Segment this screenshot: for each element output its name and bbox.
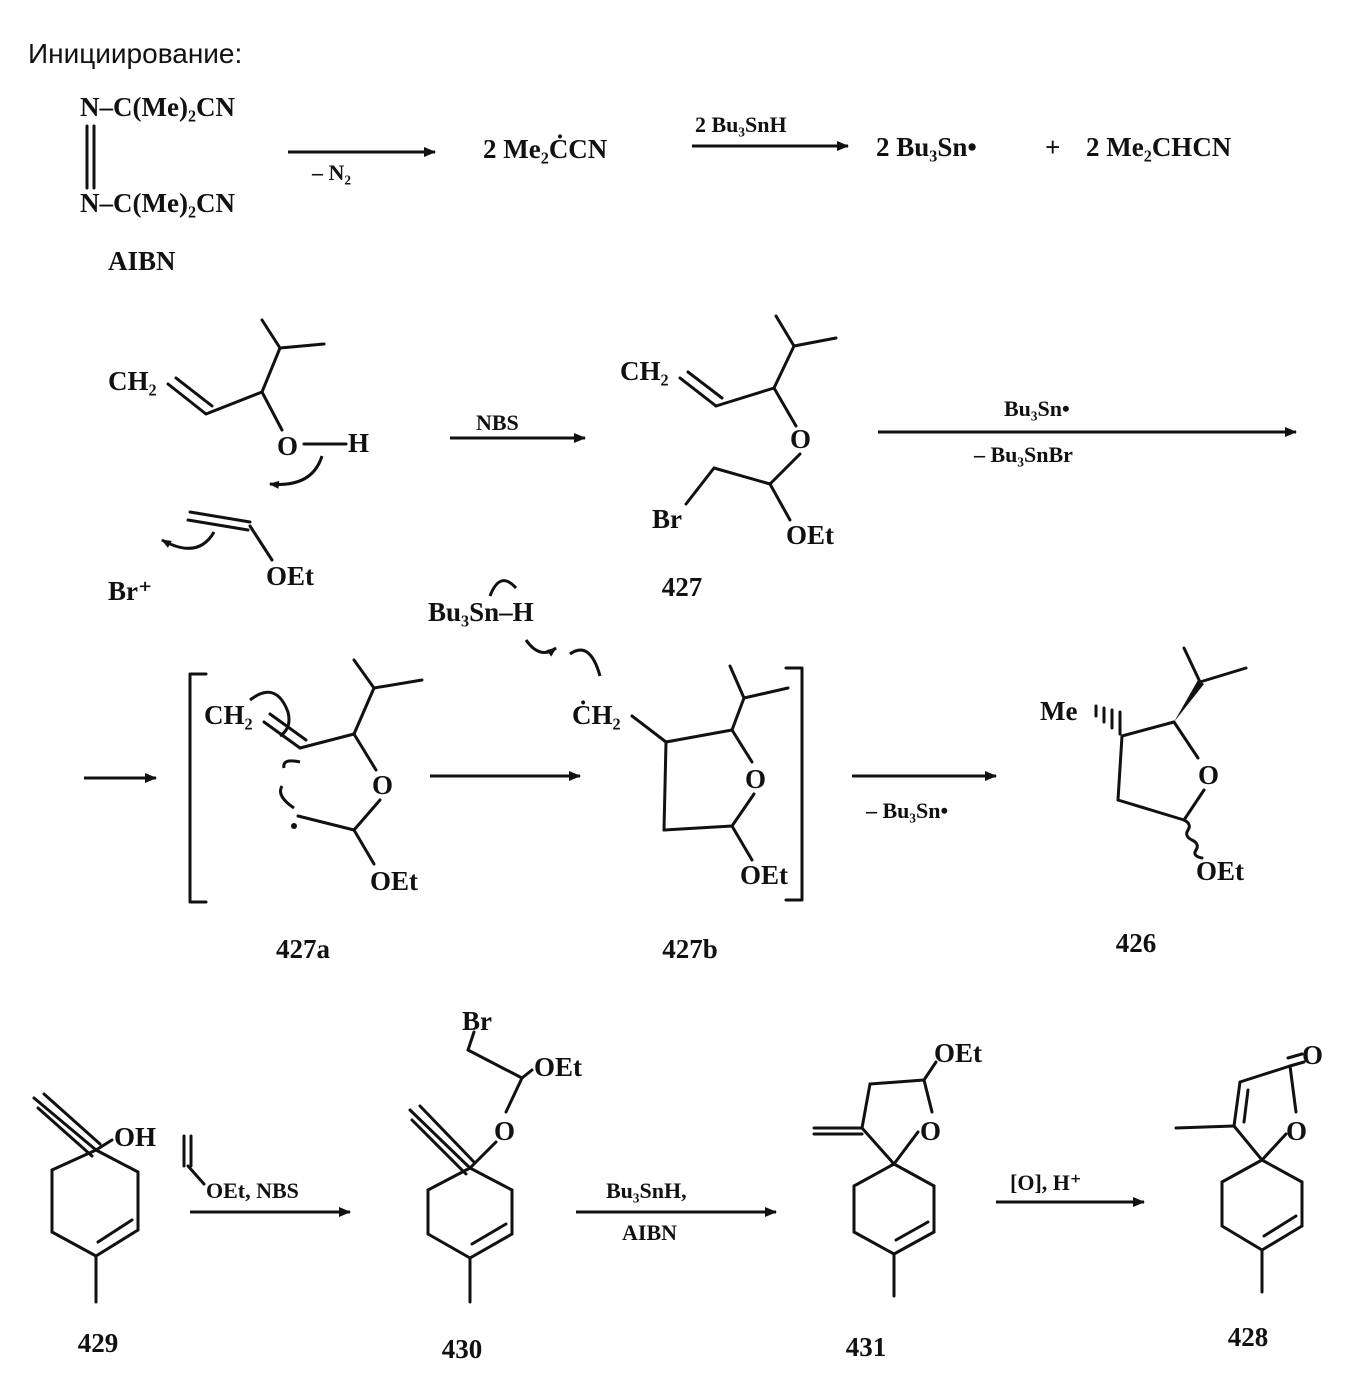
arrow-above-label: Bu₃Sn• [1004, 396, 1070, 421]
arrow-nbs-label: NBS [476, 410, 519, 435]
h-label: H [348, 428, 369, 458]
reagent-label: OEt, NBS [206, 1178, 299, 1203]
compound-426: Me O OEt 426 [1040, 646, 1248, 958]
allyl-alcohol-structure: CH₂ O H [108, 318, 369, 489]
radical-dot [291, 823, 297, 829]
arrow-step-2-above: Bu₃SnH, [606, 1178, 687, 1203]
intermediate-427b: Bu₃Sn–H ĊH₂ O OEt 427b [428, 579, 790, 964]
compound-number: 427b [662, 934, 718, 964]
compound-427: CH₂ O Br OEt 427 [620, 314, 838, 602]
ethyl-vinyl-ether-structure: OEt Br⁺ [108, 510, 314, 606]
oet-label: OEt [266, 561, 314, 591]
o-label: O [920, 1116, 941, 1146]
ch2-label: CH₂ [204, 700, 253, 730]
compound-428: O O 428 [1174, 1040, 1323, 1352]
oet-label: OEt [1196, 856, 1244, 886]
bu3snh-label: Bu₃Sn–H [428, 597, 534, 627]
compound-number: 428 [1228, 1322, 1269, 1352]
aibn-label: AIBN [108, 246, 176, 276]
oet-label: OEt [740, 860, 788, 890]
reagent-vinyl-ether-nbs: OEt, NBS [182, 1134, 299, 1203]
ring-o-label: O [1286, 1116, 1307, 1146]
arrow-step-2-below: AIBN [622, 1220, 677, 1245]
arrow-hydrostannation-label: 2 Bu₃SnH [695, 112, 787, 137]
br-label: Br [462, 1006, 492, 1036]
oet-label: OEt [370, 866, 418, 896]
o-label: O [372, 770, 393, 800]
compound-431: O OEt 431 [812, 1038, 982, 1362]
oet-label: OEt [534, 1052, 582, 1082]
compound-number: 427 [662, 572, 703, 602]
arrow-loss-n2-label: – N₂ [311, 160, 351, 185]
o-label: O [277, 431, 298, 461]
oet-label: OEt [934, 1038, 982, 1068]
aibn-bottom-label: N–C(Me)₂CN [80, 188, 236, 218]
o-label: O [745, 764, 766, 794]
compound-number: 431 [846, 1332, 887, 1362]
plus-sign: + [1045, 132, 1060, 162]
compound-429: OH 429 [32, 1092, 156, 1358]
compound-430: O Br OEt 430 [408, 1006, 582, 1364]
aibn-top-label: N–C(Me)₂CN [80, 92, 236, 122]
compound-number: 429 [78, 1328, 119, 1358]
hashed-bond [1094, 704, 1122, 736]
aibn-structure: N–C(Me)₂CN N–C(Me)₂CN AIBN [80, 92, 236, 276]
carbonyl-o-label: O [1302, 1040, 1323, 1070]
ch2-label: CH₂ [108, 366, 157, 396]
compound-number: 426 [1116, 928, 1157, 958]
oh-label: OH [114, 1122, 156, 1152]
ch2-radical-label: ĊH₂ [572, 700, 621, 730]
arrow-below-label: – Bu₃SnBr [973, 442, 1073, 467]
o-label: O [494, 1116, 515, 1146]
bracket-left [188, 672, 208, 904]
section-header: Инициирование: [28, 38, 242, 69]
arrow-below-label: – Bu₃Sn• [865, 798, 948, 823]
wedge-bond [1174, 680, 1204, 722]
br-label: Br [652, 504, 682, 534]
curved-arrow-2 [161, 531, 216, 550]
product-bu3sn-radical: 2 Bu₃Sn• [876, 132, 977, 162]
intermediate-427a: CH₂ O OEt 427a [204, 658, 424, 964]
oet-label: OEt [786, 520, 834, 550]
ch2-label: CH₂ [620, 356, 669, 386]
arrow-step-3-above: [O], H⁺ [1010, 1170, 1082, 1195]
curved-arrow-1 [269, 455, 324, 489]
o-label: O [790, 424, 811, 454]
product-me2chcn: 2 Me₂CHCN [1086, 132, 1232, 162]
o-label: O [1198, 760, 1219, 790]
bracket-right [784, 666, 804, 902]
me-label: Me [1040, 696, 1077, 726]
compound-number: 430 [442, 1334, 483, 1364]
compound-number: 427a [276, 934, 331, 964]
radical-me2ccn: 2 Me₂ĊCN [483, 134, 608, 164]
br-plus-label: Br⁺ [108, 576, 152, 606]
wavy-bond [1182, 818, 1204, 860]
